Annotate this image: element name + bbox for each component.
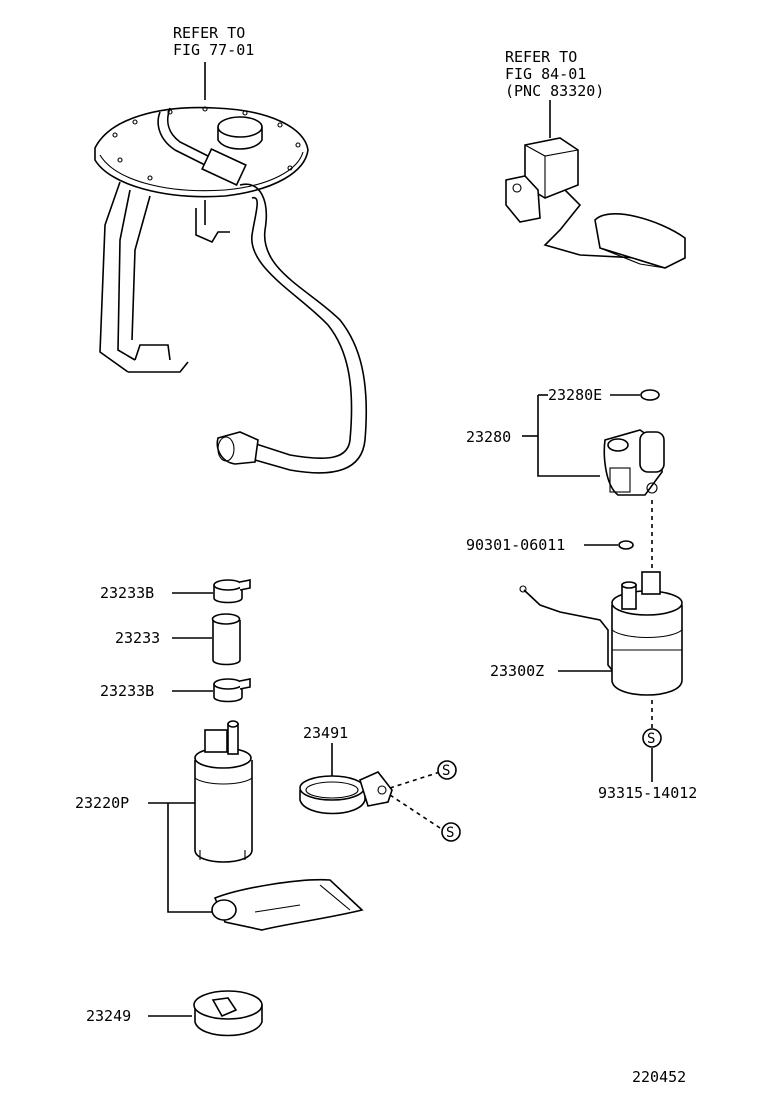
screw-symbol-lower-text: S	[446, 825, 454, 841]
hose-23233	[211, 613, 241, 666]
label-23249: 23249	[86, 1007, 131, 1025]
label-90301-06011: 90301-06011	[466, 536, 565, 554]
clamp-23233B-bottom	[213, 678, 251, 703]
clamp-23233B-top	[213, 579, 251, 604]
ref-fig77-line1: REFER TO	[173, 24, 245, 42]
ref-fig84-line1: REFER TO	[505, 48, 577, 66]
ref-fig84-line2: FIG 84-01	[505, 65, 586, 83]
ref-fig77-line2: FIG 77-01	[173, 41, 254, 59]
label-23233B-bottom: 23233B	[100, 682, 154, 700]
ref-fig84-line3: (PNC 83320)	[505, 82, 604, 100]
clamp-bracket-23491	[299, 771, 393, 815]
fuel-pump-bracket-assembly	[94, 106, 368, 474]
label-93315-14012: 93315-14012	[598, 784, 697, 802]
label-23280E: 23280E	[548, 386, 602, 404]
screw-symbol-right	[642, 728, 662, 748]
label-23300Z: 23300Z	[490, 662, 544, 680]
pressure-regulator	[603, 429, 665, 496]
screw-symbol-upper-text: S	[442, 763, 450, 779]
screw-symbol-right-text: S	[647, 731, 655, 747]
label-23491: 23491	[303, 724, 348, 742]
label-23233B-top: 23233B	[100, 584, 154, 602]
diagram-number: 220452	[632, 1068, 686, 1086]
fuel-filter-23300Z	[519, 571, 683, 696]
cushion-23249	[193, 990, 263, 1037]
fuel-sender-gauge	[505, 137, 686, 269]
label-23220P: 23220P	[75, 794, 129, 812]
washer-23280E	[640, 389, 660, 401]
label-23280: 23280	[466, 428, 511, 446]
fuel-pump-23220P	[194, 720, 253, 863]
o-ring-90301	[618, 540, 634, 550]
screw-symbol-upper	[437, 760, 457, 780]
fuel-strainer	[211, 878, 364, 931]
label-23233: 23233	[115, 629, 160, 647]
screw-symbol-lower	[441, 822, 461, 842]
